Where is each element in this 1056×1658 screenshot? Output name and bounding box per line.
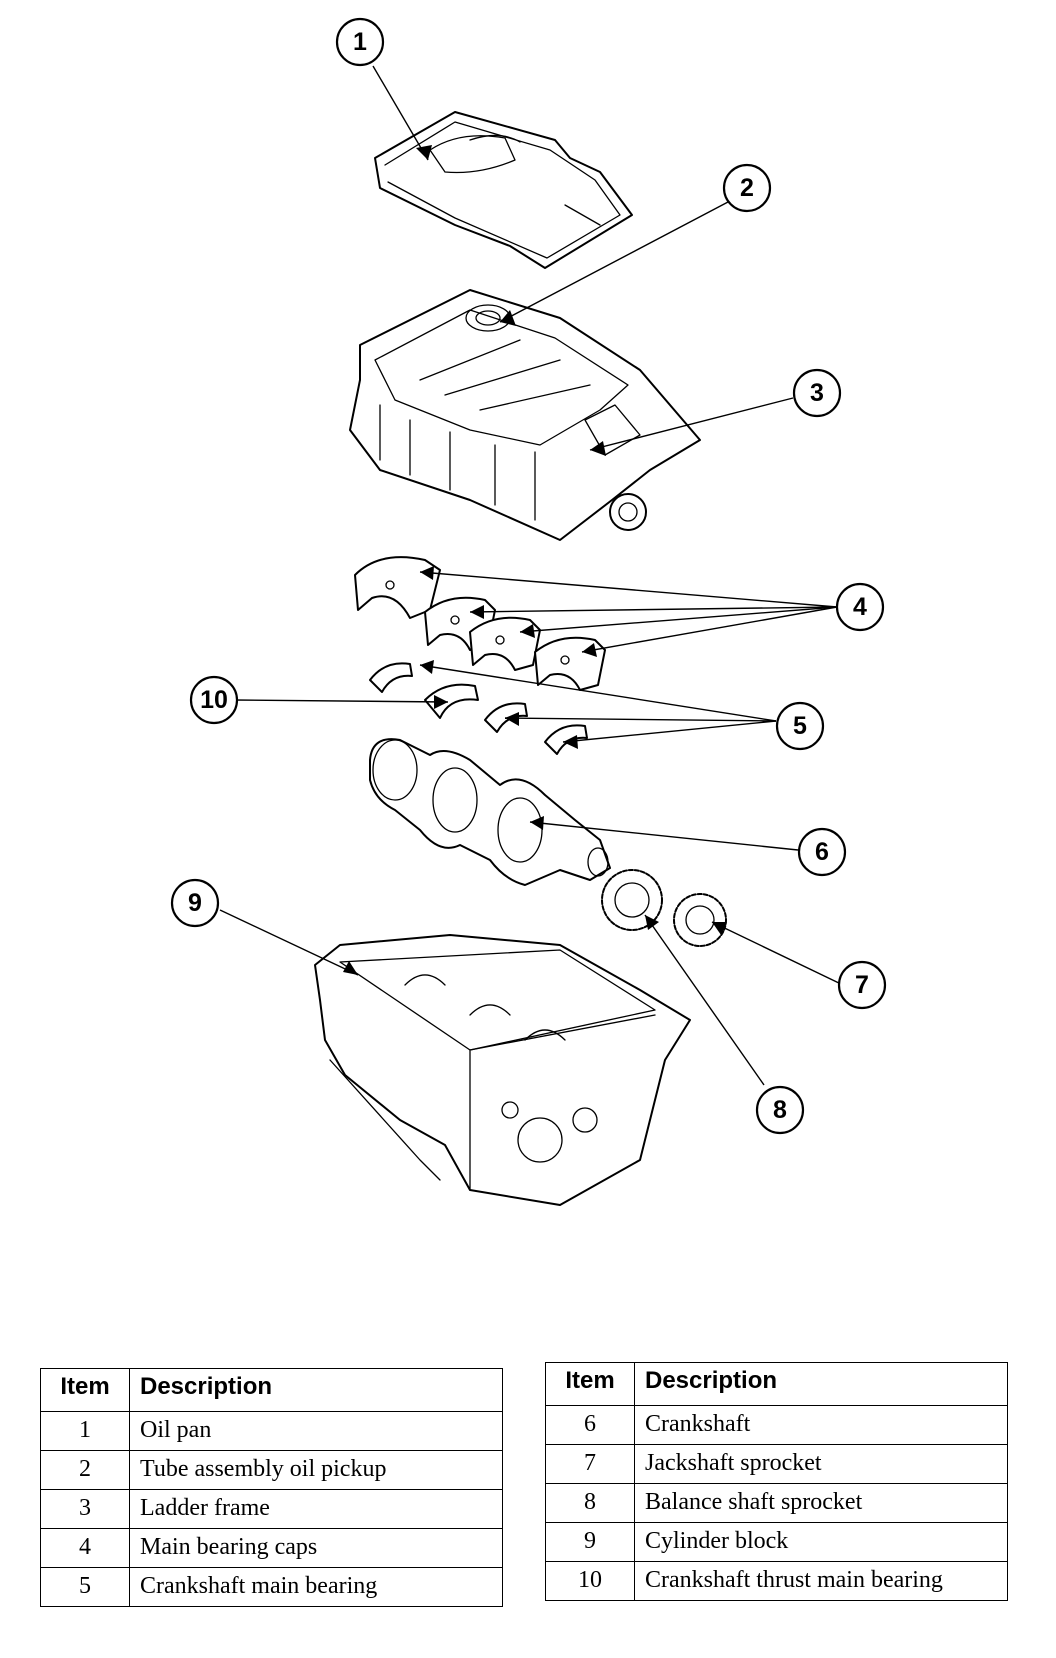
callout-3: 3 xyxy=(792,368,842,418)
crankshaft-drawing xyxy=(369,738,611,886)
item-description: Cylinder block xyxy=(634,1522,1008,1562)
leader-arrowheads xyxy=(343,145,727,975)
callout-9: 9 xyxy=(170,878,220,928)
legend-header-row: Item Description xyxy=(40,1368,503,1412)
table-row: 10 Crankshaft thrust main bearing xyxy=(545,1561,1008,1601)
item-number: 3 xyxy=(40,1489,130,1529)
callout-5-label: 5 xyxy=(793,712,807,740)
item-number: 1 xyxy=(40,1411,130,1451)
table-row: 2 Tube assembly oil pickup xyxy=(40,1450,503,1490)
oil-pan-drawing xyxy=(374,111,633,269)
item-description: Crankshaft xyxy=(634,1405,1008,1445)
table-row: 1 Oil pan xyxy=(40,1411,503,1451)
table-row: 3 Ladder frame xyxy=(40,1489,503,1529)
item-description: Ladder frame xyxy=(129,1489,503,1529)
callout-3-label: 3 xyxy=(810,379,824,407)
callout-6-label: 6 xyxy=(815,838,829,866)
callout-7: 7 xyxy=(837,960,887,1010)
table-row: 5 Crankshaft main bearing xyxy=(40,1567,503,1607)
item-column-header: Item xyxy=(545,1362,635,1406)
sprockets-drawing xyxy=(601,869,727,947)
callout-6: 6 xyxy=(797,827,847,877)
item-description: Jackshaft sprocket xyxy=(634,1444,1008,1484)
bearing-shells-drawing xyxy=(369,662,588,755)
item-number: 9 xyxy=(545,1522,635,1562)
exploded-engine-diagram: 1 2 3 4 5 6 7 8 9 10 xyxy=(170,17,887,1206)
callout-8-label: 8 xyxy=(773,1096,787,1124)
item-number: 10 xyxy=(545,1561,635,1601)
description-column-header: Description xyxy=(129,1368,503,1412)
callout-1-label: 1 xyxy=(353,28,367,56)
table-row: 7 Jackshaft sprocket xyxy=(545,1444,1008,1484)
table-row: 6 Crankshaft xyxy=(545,1405,1008,1445)
item-number: 5 xyxy=(40,1567,130,1607)
item-number: 8 xyxy=(545,1483,635,1523)
callout-4: 4 xyxy=(835,582,885,632)
callout-5: 5 xyxy=(775,701,825,751)
description-column-header: Description xyxy=(634,1362,1008,1406)
item-number: 4 xyxy=(40,1528,130,1568)
callout-1: 1 xyxy=(335,17,385,67)
cylinder-block-drawing xyxy=(314,934,691,1206)
callout-10-label: 10 xyxy=(200,686,228,714)
ladder-frame-drawing xyxy=(349,289,701,541)
legend-header-row: Item Description xyxy=(545,1362,1008,1406)
callout-7-label: 7 xyxy=(855,971,869,999)
legend-table-right: Item Description 6 Crankshaft 7 Jackshaf… xyxy=(545,1362,1008,1601)
item-description: Balance shaft sprocket xyxy=(634,1483,1008,1523)
callout-4-label: 4 xyxy=(853,593,867,621)
item-number: 2 xyxy=(40,1450,130,1490)
item-column-header: Item xyxy=(40,1368,130,1412)
legend-table-left: Item Description 1 Oil pan 2 Tube assemb… xyxy=(40,1368,503,1607)
item-description: Crankshaft main bearing xyxy=(129,1567,503,1607)
item-description: Tube assembly oil pickup xyxy=(129,1450,503,1490)
leader-lines xyxy=(219,65,844,1086)
callout-9-label: 9 xyxy=(188,889,202,917)
table-row: 4 Main bearing caps xyxy=(40,1528,503,1568)
callout-8: 8 xyxy=(755,1085,805,1135)
table-row: 8 Balance shaft sprocket xyxy=(545,1483,1008,1523)
item-number: 6 xyxy=(545,1405,635,1445)
callout-2-label: 2 xyxy=(740,174,754,202)
callout-2: 2 xyxy=(722,163,772,213)
item-description: Main bearing caps xyxy=(129,1528,503,1568)
table-row: 9 Cylinder block xyxy=(545,1522,1008,1562)
item-description: Crankshaft thrust main bearing xyxy=(634,1561,1008,1601)
item-description: Oil pan xyxy=(129,1411,503,1451)
callout-10: 10 xyxy=(189,675,239,725)
item-number: 7 xyxy=(545,1444,635,1484)
